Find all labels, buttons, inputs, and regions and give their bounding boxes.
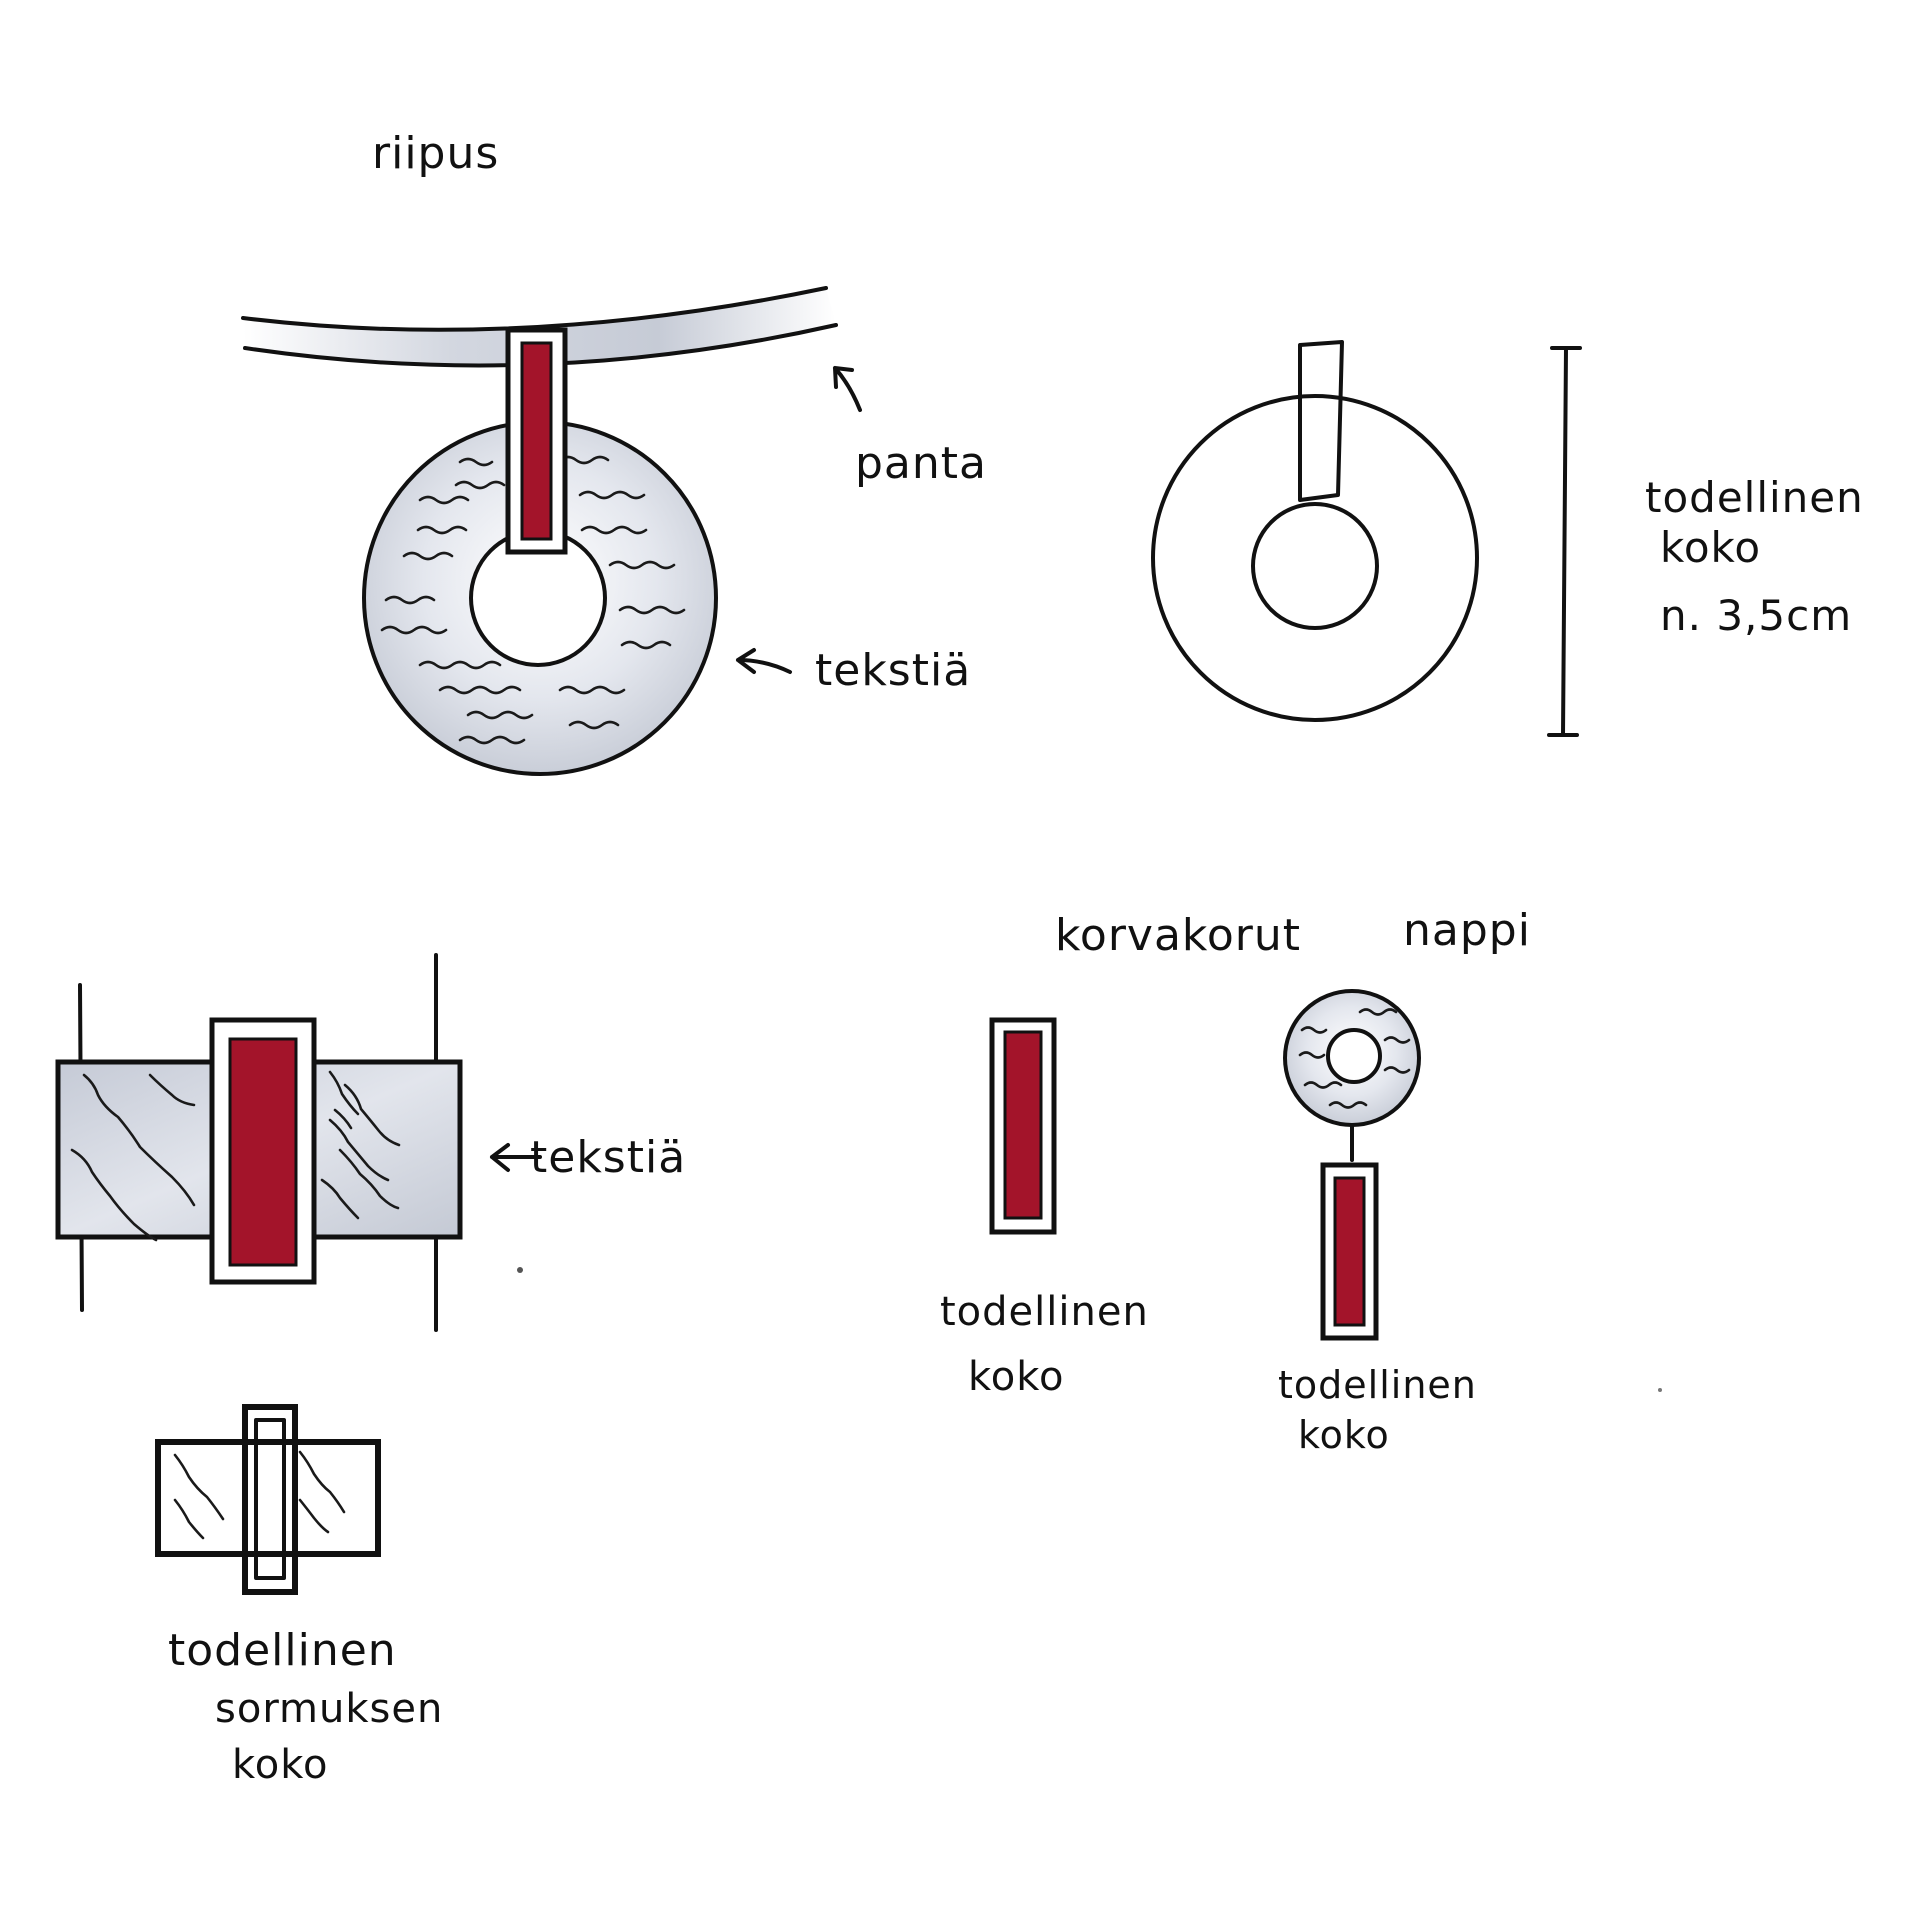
- button-earring-texture: [1298, 1008, 1411, 1109]
- pendant-title: riipus: [372, 128, 499, 179]
- ring-sketch: tekstiä: [55, 953, 686, 1332]
- size-hole: [1251, 502, 1379, 630]
- ring-texture-label: tekstiä: [530, 1132, 686, 1183]
- earrings-title: korvakorut: [1055, 910, 1301, 961]
- button-earring-hole: [1326, 1028, 1382, 1084]
- drop-earring-enamel: [1333, 1176, 1366, 1327]
- size-label-line3: n. 3,5cm: [1660, 591, 1852, 640]
- ring-texture-lines: [70, 1070, 401, 1242]
- ring-small-band: [155, 1439, 381, 1557]
- ring-small-inner: [254, 1418, 286, 1580]
- bar-earring-size-line2: koko: [968, 1354, 1064, 1400]
- bar-earring-size-line1: todellinen: [940, 1289, 1149, 1335]
- earrings-sketch: korvakorut nappi todellinen koko todelli…: [940, 905, 1531, 1457]
- size-bail: [1298, 340, 1344, 502]
- ring-small-frame: [242, 1404, 298, 1595]
- button-earring-size-line2: koko: [1298, 1413, 1390, 1457]
- ring-actual-size: todellinen sormuksen koko: [155, 1404, 443, 1788]
- button-earring-size-line1: todellinen: [1278, 1363, 1477, 1407]
- ring-enamel: [228, 1037, 298, 1267]
- ring-size-line1: todellinen: [168, 1625, 397, 1676]
- stray-dot: [1658, 1388, 1662, 1392]
- size-label-line2: koko: [1660, 523, 1761, 572]
- size-label-line1: todellinen: [1645, 473, 1864, 522]
- band-arrow: [833, 366, 862, 412]
- stray-dot: [517, 1267, 523, 1273]
- bar-earring-enamel: [1003, 1030, 1043, 1220]
- button-earring-title: nappi: [1403, 905, 1531, 956]
- pendant-bail-enamel: [520, 341, 553, 541]
- neck-band-top-line: [241, 286, 828, 332]
- ring-size-line2: sormuksen: [215, 1686, 443, 1732]
- ring-small-texture: [173, 1450, 346, 1540]
- pendant-texture-arrow: [736, 648, 792, 674]
- ring-size-line3: koko: [232, 1742, 328, 1788]
- ring-texture-arrow: [490, 1143, 542, 1172]
- pendant-texture-label: tekstiä: [815, 645, 971, 696]
- band-label: panta: [855, 438, 987, 489]
- pendant-texture-lines: [380, 455, 686, 745]
- neck-band-fill: [243, 288, 836, 366]
- pendant-actual-size: todellinen koko n. 3,5cm: [1151, 340, 1864, 737]
- pendant-sketch: riipus: [241, 128, 987, 776]
- scale-bar: [1547, 346, 1582, 737]
